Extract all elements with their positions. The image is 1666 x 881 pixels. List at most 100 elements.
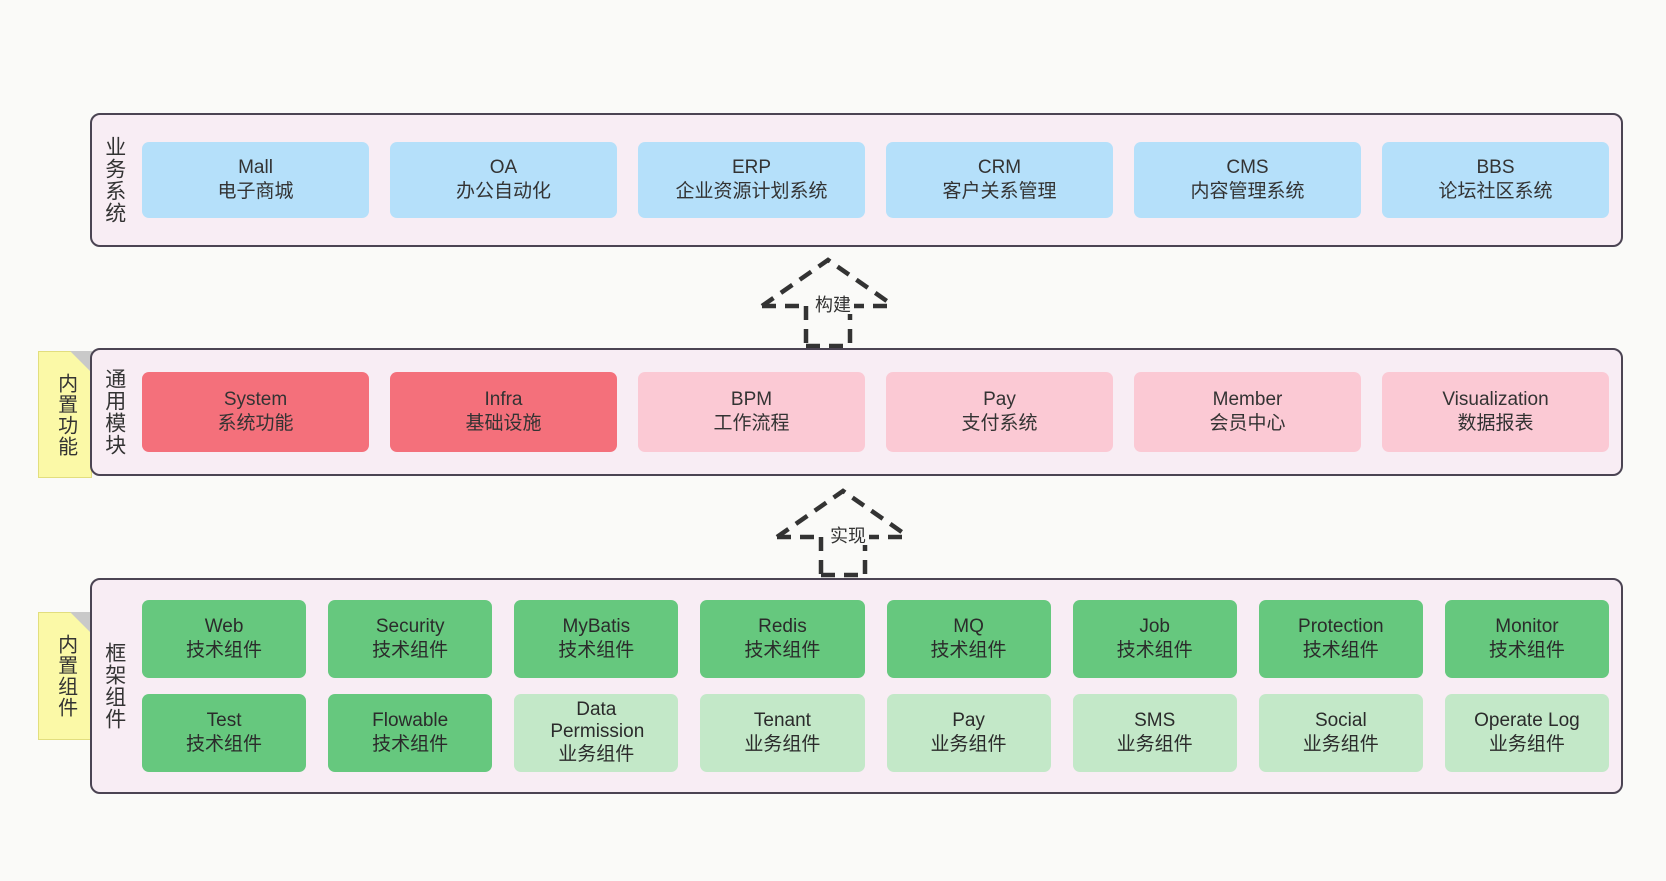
card-subtitle: 业务组件: [930, 734, 1007, 755]
card-cms[interactable]: CMS 内容管理系统: [1134, 142, 1361, 218]
card-subtitle: 数据报表: [1457, 413, 1534, 434]
card-subtitle: 办公自动化: [455, 181, 551, 202]
card-row: Mall 电子商城 OA 办公自动化 ERP 企业资源计划系统 CRM 客户关系…: [142, 142, 1609, 218]
card-row: Test 技术组件 Flowable 技术组件 Data Permission …: [142, 694, 1609, 772]
layer-title-common-module: 通用模块: [102, 368, 126, 456]
card-monitor[interactable]: Monitor 技术组件: [1444, 600, 1609, 678]
connector-build-label: 构建: [812, 296, 854, 314]
card-subtitle: 技术组件: [1302, 640, 1379, 661]
card-subtitle: 业务组件: [1116, 734, 1193, 755]
card-pay-component[interactable]: Pay 业务组件: [886, 694, 1051, 772]
card-pay-module[interactable]: Pay 支付系统: [886, 372, 1113, 452]
card-title: Redis: [758, 615, 807, 637]
card-title: Social: [1314, 709, 1367, 731]
card-subtitle: 技术组件: [186, 734, 263, 755]
connector-implement-label: 实现: [827, 527, 869, 545]
card-security[interactable]: Security 技术组件: [328, 600, 493, 678]
card-mall[interactable]: Mall 电子商城: [142, 142, 369, 218]
card-redis[interactable]: Redis 技术组件: [700, 600, 865, 678]
card-title: BBS: [1476, 156, 1515, 178]
layer-framework-component: 框架组件 Web 技术组件 Security 技术组件 MyBatis 技术组件…: [90, 578, 1623, 794]
card-title: OA: [489, 156, 518, 178]
card-oa[interactable]: OA 办公自动化: [390, 142, 617, 218]
layer-business-system: 业务系统 Mall 电子商城 OA 办公自动化 ERP 企业资源计划系统 CRM…: [90, 113, 1623, 247]
card-title: MQ: [953, 615, 984, 637]
card-subtitle: 基础设施: [465, 413, 542, 434]
card-erp[interactable]: ERP 企业资源计划系统: [638, 142, 865, 218]
card-title: Web: [204, 615, 244, 637]
card-title: Test: [206, 709, 242, 731]
card-subtitle: 业务组件: [744, 734, 821, 755]
layer-title-framework-component: 框架组件: [102, 642, 126, 730]
card-subtitle: 业务组件: [558, 743, 635, 765]
card-title: MyBatis: [562, 615, 631, 637]
card-title: Data Permission: [550, 698, 645, 742]
card-subtitle: 技术组件: [744, 640, 821, 661]
card-title: Mall: [238, 156, 273, 178]
card-subtitle: 技术组件: [1116, 640, 1193, 661]
card-row: Web 技术组件 Security 技术组件 MyBatis 技术组件 Redi…: [142, 600, 1609, 678]
card-title: Member: [1212, 388, 1283, 410]
card-title: CMS: [1226, 156, 1269, 178]
card-title: Pay: [983, 388, 1016, 410]
card-subtitle: 技术组件: [930, 640, 1007, 661]
card-title: Operate Log: [1474, 709, 1580, 731]
card-operate-log[interactable]: Operate Log 业务组件: [1444, 694, 1609, 772]
card-mybatis[interactable]: MyBatis 技术组件: [514, 600, 679, 678]
connector-build: 构建: [760, 257, 910, 349]
card-web[interactable]: Web 技术组件: [142, 600, 307, 678]
card-subtitle: 会员中心: [1209, 413, 1286, 434]
card-subtitle: 系统功能: [217, 413, 294, 434]
card-social[interactable]: Social 业务组件: [1258, 694, 1423, 772]
card-title: Security: [375, 615, 445, 637]
card-bpm[interactable]: BPM 工作流程: [638, 372, 865, 452]
card-system[interactable]: System 系统功能: [142, 372, 369, 452]
card-title: Pay: [952, 709, 985, 731]
card-title: ERP: [731, 156, 772, 178]
card-subtitle: 技术组件: [558, 640, 635, 661]
card-row: System 系统功能 Infra 基础设施 BPM 工作流程 Pay 支付系统…: [142, 372, 1609, 452]
card-visualization[interactable]: Visualization 数据报表: [1382, 372, 1609, 452]
card-infra[interactable]: Infra 基础设施: [390, 372, 617, 452]
sticky-note-builtin-features: 内置功能: [38, 351, 92, 478]
card-title: Tenant: [753, 709, 811, 731]
card-title: Monitor: [1495, 615, 1559, 637]
card-subtitle: 电子商城: [217, 181, 294, 202]
card-title: System: [223, 388, 288, 410]
card-title: CRM: [977, 156, 1022, 178]
card-title: SMS: [1134, 709, 1176, 731]
card-subtitle: 业务组件: [1302, 734, 1379, 755]
card-subtitle: 技术组件: [1488, 640, 1565, 661]
card-title: Job: [1139, 615, 1170, 637]
card-subtitle: 业务组件: [1488, 734, 1565, 755]
card-subtitle: 企业资源计划系统: [675, 181, 828, 202]
card-protection[interactable]: Protection 技术组件: [1258, 600, 1423, 678]
card-sms[interactable]: SMS 业务组件: [1072, 694, 1237, 772]
card-subtitle: 内容管理系统: [1190, 181, 1305, 202]
card-mq[interactable]: MQ 技术组件: [886, 600, 1051, 678]
card-subtitle: 工作流程: [713, 413, 790, 434]
card-data-permission[interactable]: Data Permission 业务组件: [514, 694, 679, 772]
card-bbs[interactable]: BBS 论坛社区系统: [1382, 142, 1609, 218]
sticky-note-label: 内置组件: [54, 634, 77, 718]
sticky-note-builtin-components: 内置组件: [38, 612, 92, 740]
sticky-note-label: 内置功能: [54, 372, 77, 457]
card-member[interactable]: Member 会员中心: [1134, 372, 1361, 452]
card-title: Flowable: [372, 709, 449, 731]
layer-common-module: 通用模块 System 系统功能 Infra 基础设施 BPM 工作流程 Pay…: [90, 348, 1623, 476]
card-title: BPM: [730, 388, 773, 410]
card-crm[interactable]: CRM 客户关系管理: [886, 142, 1113, 218]
card-title: Infra: [484, 388, 523, 410]
layer-body-common-module: System 系统功能 Infra 基础设施 BPM 工作流程 Pay 支付系统…: [136, 350, 1621, 474]
card-title: Visualization: [1442, 388, 1549, 410]
card-test[interactable]: Test 技术组件: [142, 694, 307, 772]
card-subtitle: 支付系统: [961, 413, 1038, 434]
card-tenant[interactable]: Tenant 业务组件: [700, 694, 865, 772]
card-subtitle: 技术组件: [372, 640, 449, 661]
card-flowable[interactable]: Flowable 技术组件: [328, 694, 493, 772]
card-subtitle: 客户关系管理: [942, 181, 1057, 202]
layer-body-framework-component: Web 技术组件 Security 技术组件 MyBatis 技术组件 Redi…: [136, 580, 1621, 792]
connector-implement: 实现: [775, 488, 925, 578]
card-job[interactable]: Job 技术组件: [1072, 600, 1237, 678]
card-subtitle: 技术组件: [372, 734, 449, 755]
